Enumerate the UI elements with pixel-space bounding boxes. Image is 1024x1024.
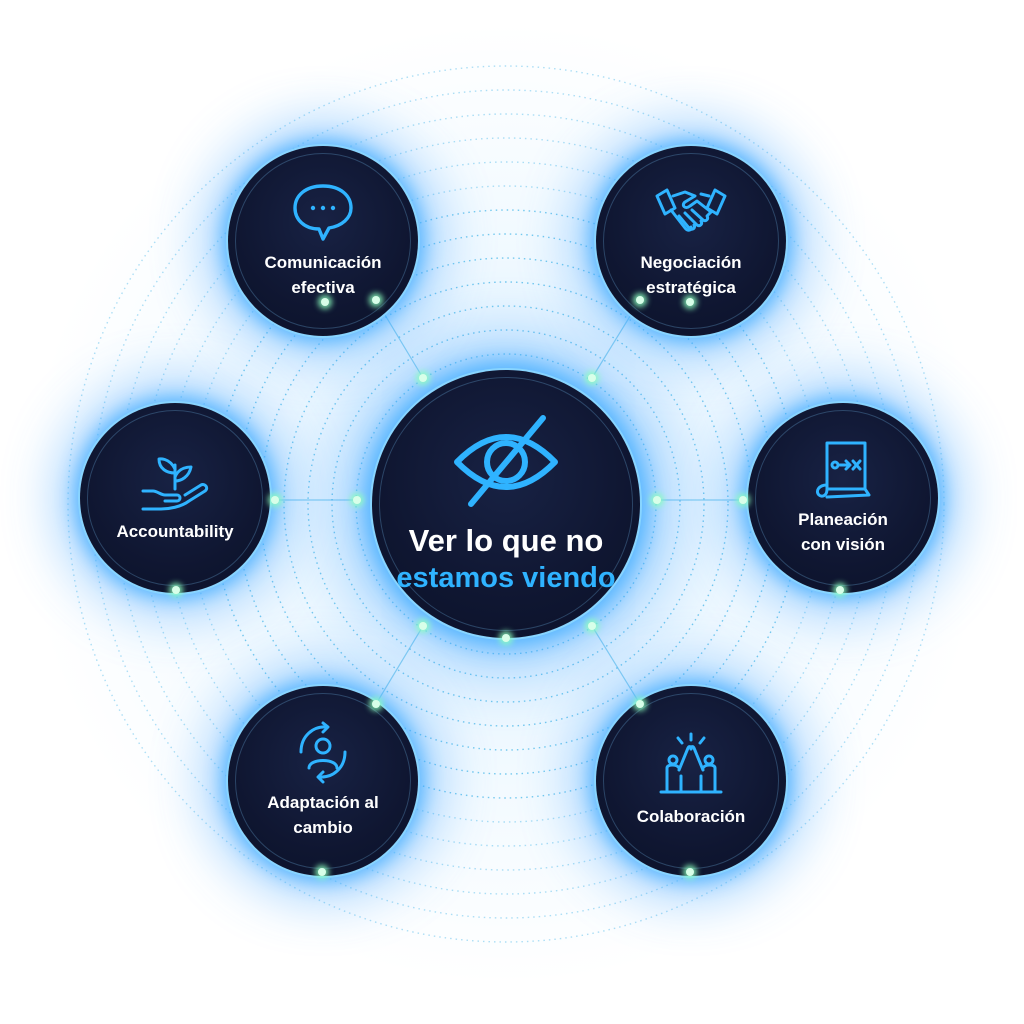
node-planeacion-con-vision: Planeación con visión (748, 403, 938, 593)
node-label: Accountability (116, 521, 234, 541)
connector-dot (836, 586, 844, 594)
person-cycle-icon (287, 721, 359, 784)
connector-dot (739, 496, 747, 504)
connector-dot (353, 496, 361, 504)
connector-dot (686, 868, 694, 876)
node-label: Negociación estratégica (640, 253, 742, 297)
node-negociacion-estrategica: Negociación estratégica (596, 146, 786, 336)
dotted-ring (283, 281, 729, 727)
node-label: Adaptación al cambio (267, 793, 379, 837)
node-label: Comunicación efectiva (264, 253, 382, 297)
node-colaboracion: Colaboración (596, 686, 786, 876)
connector-dot (653, 496, 661, 504)
strategy-scroll-icon (807, 439, 879, 499)
dotted-ring (331, 329, 681, 679)
connector-line (375, 625, 424, 705)
node-comunicacion-efectiva: Comunicación efectiva (228, 146, 418, 336)
center-node: Ver lo que no estamos viendo (372, 370, 640, 638)
connector-dot (502, 634, 510, 642)
high-five-icon (655, 732, 727, 794)
connector-dot (271, 496, 279, 504)
connector-dot (372, 700, 380, 708)
connector-dot (686, 298, 694, 306)
node-label: Planeación con visión (798, 510, 888, 554)
connector-line (591, 625, 641, 705)
connector-dot (636, 700, 644, 708)
connector-dot (419, 622, 427, 630)
hand-plant-icon (139, 453, 211, 513)
connector-lines (275, 299, 743, 705)
connector-dot (588, 622, 596, 630)
node-accountability: Accountability (80, 403, 270, 593)
connector-dot (588, 374, 596, 382)
connector-dot (321, 298, 329, 306)
connector-dot (172, 586, 180, 594)
node-label: Colaboración (636, 806, 746, 826)
chat-bubble-icon (287, 182, 359, 242)
handshake-icon (655, 182, 727, 242)
connector-dot (636, 296, 644, 304)
center-title-line-2: estamos viendo (396, 562, 616, 594)
connector-dot (419, 374, 427, 382)
dotted-ring (67, 65, 945, 943)
connector-dot (372, 296, 380, 304)
node-adaptacion-al-cambio: Adaptación al cambio (228, 686, 418, 876)
connector-dot (318, 868, 326, 876)
eye-crossed-icon (451, 412, 561, 508)
dotted-ring (355, 353, 657, 655)
center-title-line-1: Ver lo que no (408, 523, 604, 558)
dotted-ring (307, 305, 705, 703)
